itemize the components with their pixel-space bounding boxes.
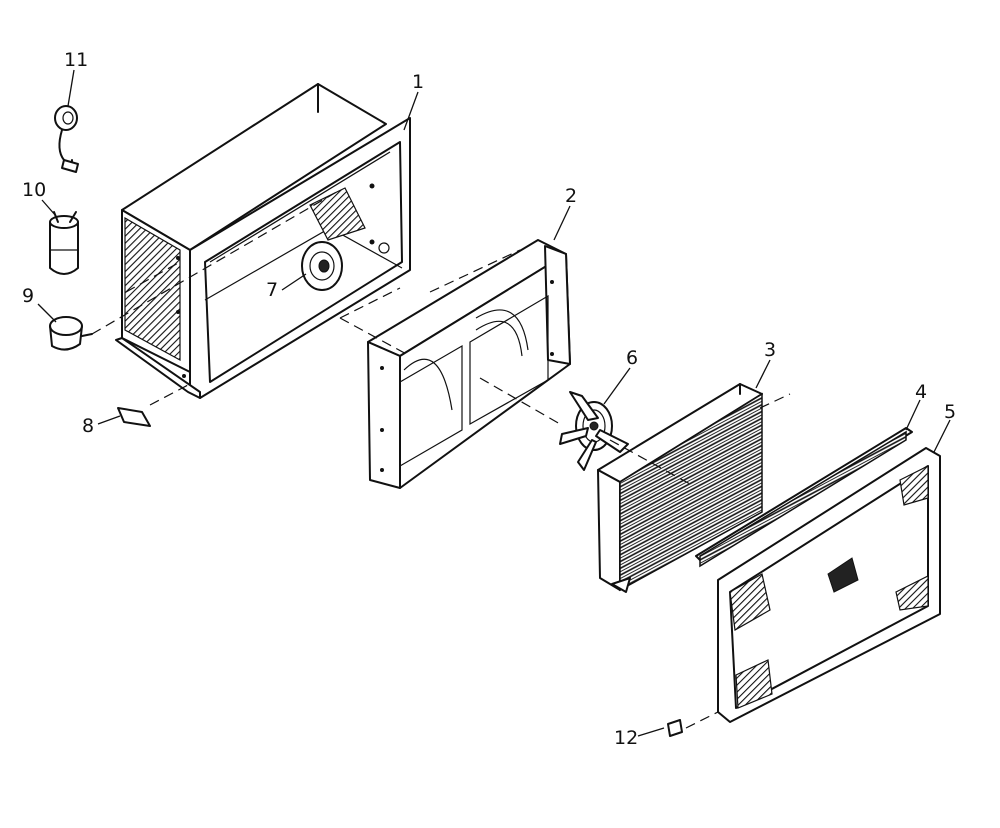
- part-condenser-coil: [597, 383, 763, 593]
- part-fan-motor: [301, 241, 343, 291]
- callout-4: 4: [915, 381, 927, 403]
- callout-1: 1: [412, 71, 424, 93]
- part-cabinet-housing: [115, 83, 411, 399]
- callout-labels: 1 2 3 4 5 6 7 8 9 10 11 12: [22, 49, 956, 749]
- part-capacitor-10: [49, 211, 79, 275]
- callout-8: 8: [82, 415, 94, 437]
- callout-5: 5: [944, 401, 956, 423]
- leader-lines: [37, 69, 951, 737]
- callout-3: 3: [764, 339, 776, 361]
- callout-10: 10: [22, 179, 46, 201]
- part-front-panel: [717, 447, 941, 723]
- part-strap-9: [49, 316, 93, 351]
- assembly-lines: [91, 189, 791, 729]
- part-bracket-8: [117, 407, 151, 427]
- callout-9: 9: [22, 285, 34, 307]
- callout-12: 12: [614, 727, 638, 749]
- part-motor-11: [54, 105, 79, 173]
- part-grille-strip: [695, 427, 913, 568]
- callout-2: 2: [565, 185, 577, 207]
- part-fan-shroud: [367, 239, 571, 489]
- part-fan-blade: [559, 391, 629, 471]
- callout-11: 11: [64, 49, 88, 71]
- part-clip-12: [667, 719, 683, 737]
- callout-7: 7: [266, 279, 278, 301]
- callout-6: 6: [626, 347, 638, 369]
